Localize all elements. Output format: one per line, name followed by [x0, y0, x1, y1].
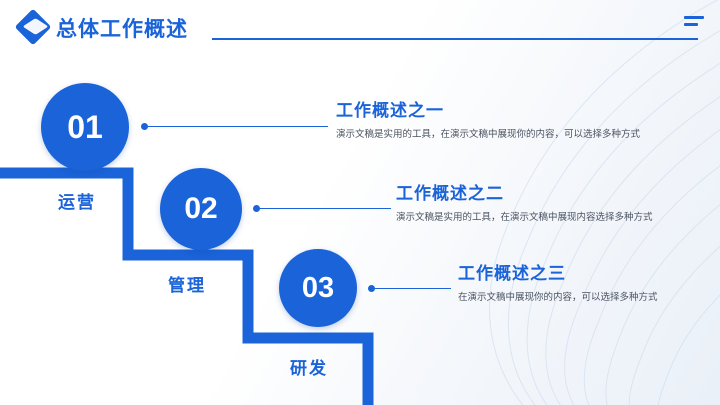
content-block-1: 工作概述之一 演示文稿是实用的工具，在演示文稿中展现你的内容，可以选择多种方式 — [336, 96, 640, 142]
connector-dot-1 — [141, 123, 148, 130]
slide-header: 总体工作概述 — [0, 0, 720, 56]
step-number-02: 02 — [184, 192, 218, 225]
step-circle-02[interactable]: 02 — [160, 168, 242, 250]
connector-dot-2 — [253, 205, 260, 212]
stage-label-3: 研发 — [290, 359, 328, 378]
content-heading-1: 工作概述之一 — [336, 101, 444, 120]
content-block-2: 工作概述之二 演示文稿是实用的工具，在演示文稿中展现内容选择多种方式 — [396, 179, 653, 225]
connector-dot-3 — [368, 285, 375, 292]
page-title: 总体工作概述 — [56, 18, 188, 41]
content-body-2: 演示文稿是实用的工具，在演示文稿中展现内容选择多种方式 — [396, 212, 653, 223]
hamburger-menu-icon[interactable] — [684, 16, 704, 28]
content-body-1: 演示文稿是实用的工具，在演示文稿中展现你的内容，可以选择多种方式 — [336, 129, 641, 140]
title-underline — [212, 38, 698, 40]
stage-label-2: 管理 — [168, 276, 206, 295]
menu-bar-2 — [684, 23, 698, 26]
stage-label-1: 运营 — [58, 193, 96, 212]
connector-line-3 — [371, 288, 451, 289]
content-block-3: 工作概述之三 在演示文稿中展现你的内容，可以选择多种方式 — [458, 259, 658, 305]
content-heading-3: 工作概述之三 — [458, 264, 566, 283]
staircase-graphic — [0, 167, 374, 405]
step-number-01: 01 — [67, 108, 103, 145]
step-number-03: 03 — [301, 271, 335, 304]
content-body-3: 在演示文稿中展现你的内容，可以选择多种方式 — [458, 292, 658, 303]
content-heading-2: 工作概述之二 — [396, 184, 504, 203]
connector-line-1 — [144, 126, 328, 127]
step-circle-01[interactable]: 01 — [41, 83, 129, 171]
menu-bar-1 — [684, 16, 704, 19]
step-circle-03[interactable]: 03 — [279, 249, 357, 327]
connector-line-2 — [256, 208, 391, 209]
